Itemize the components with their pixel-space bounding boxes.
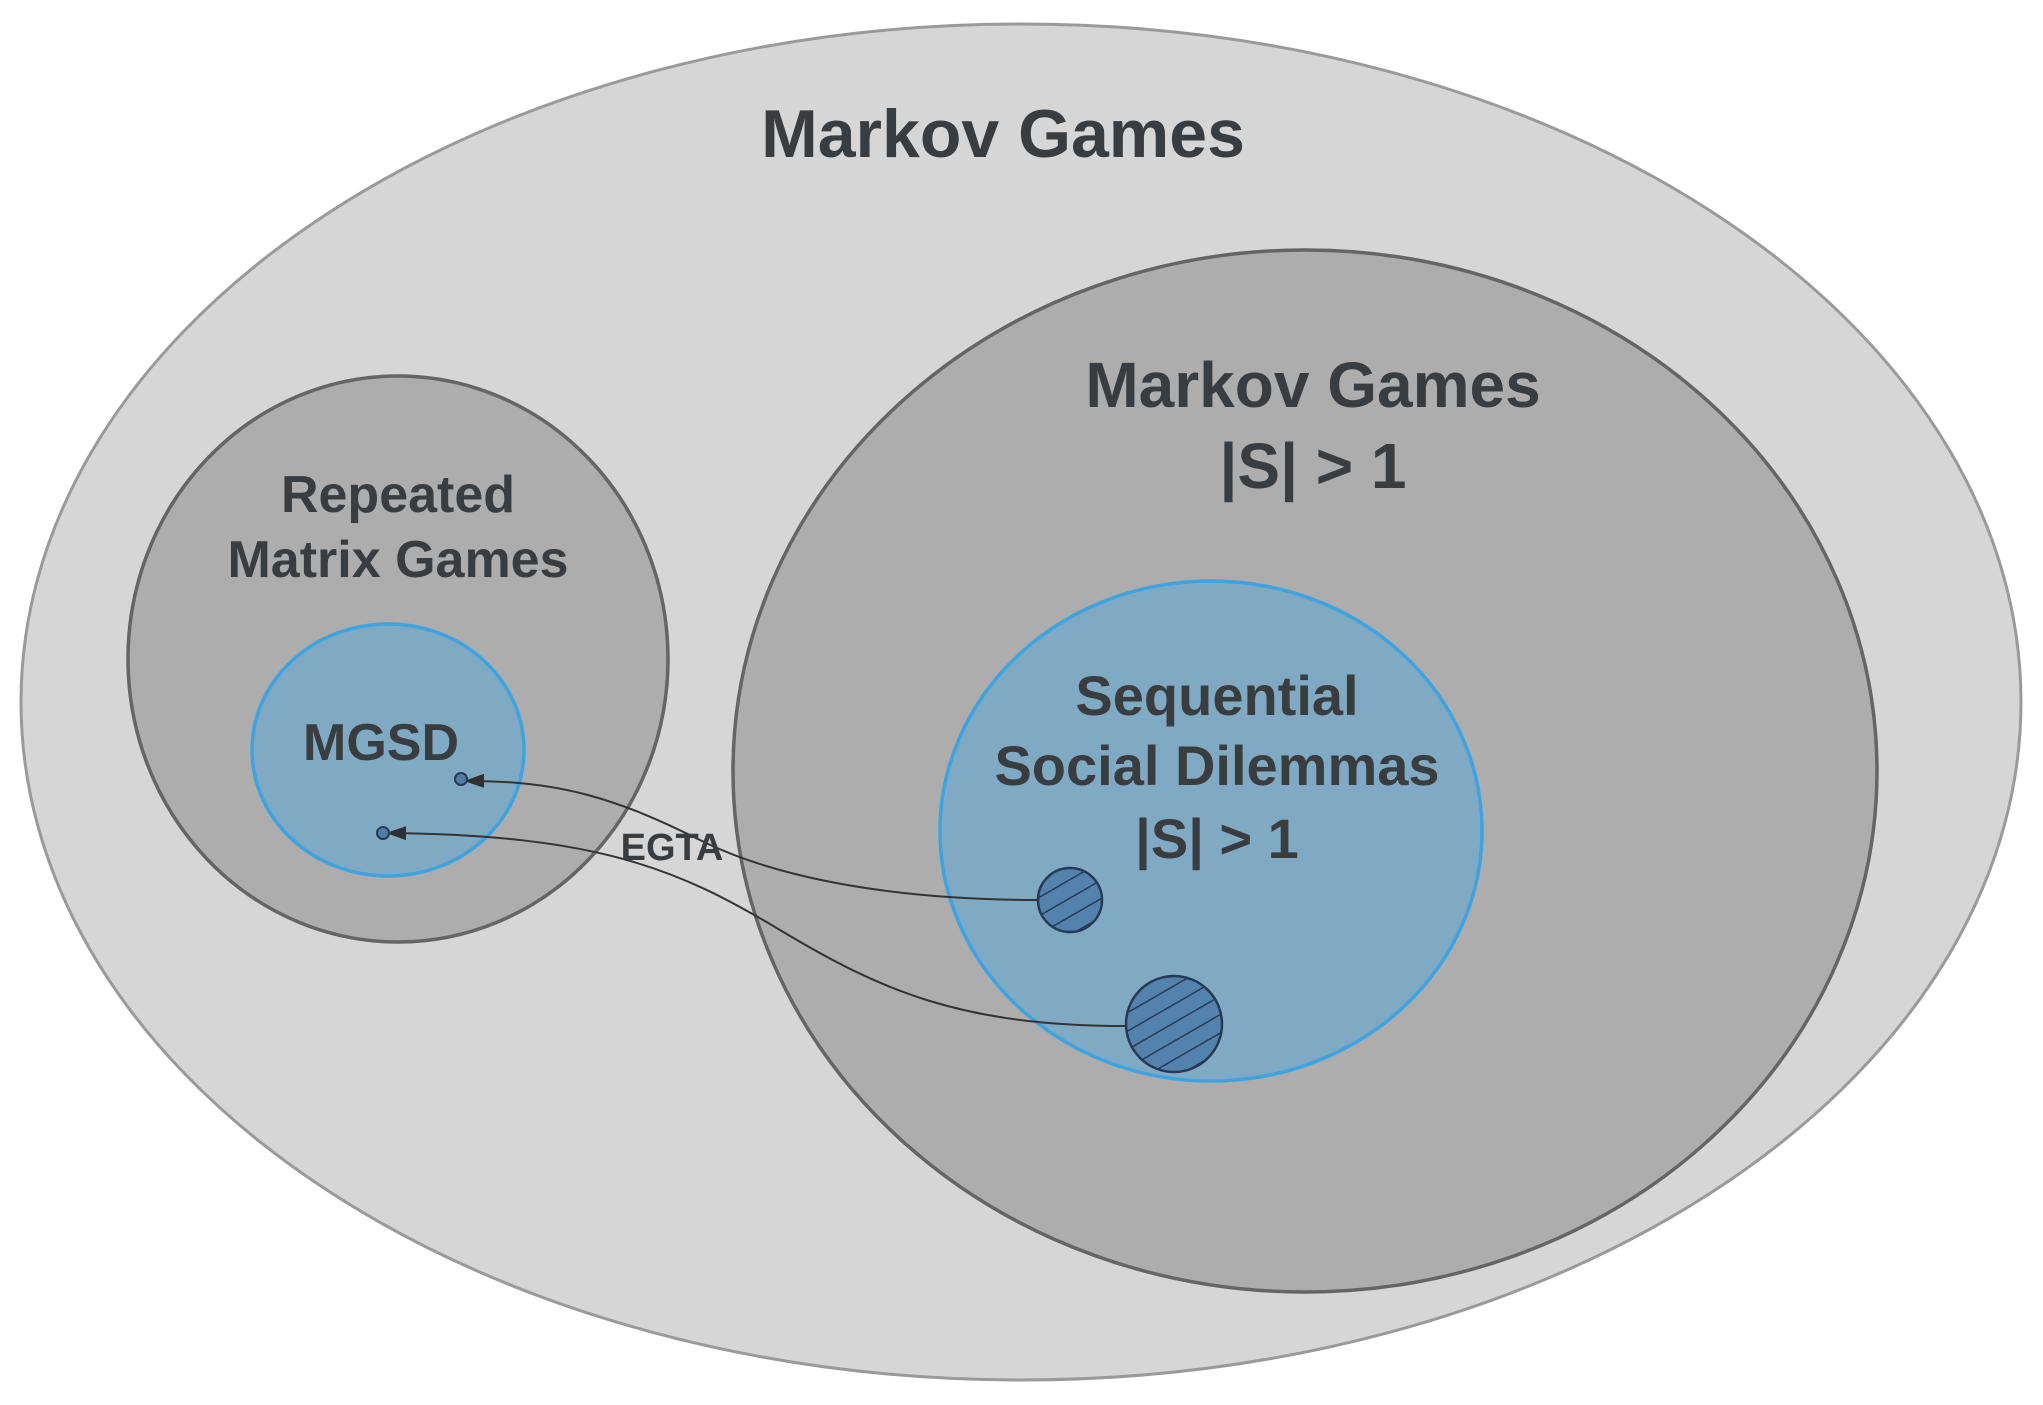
mgsd-point-lower xyxy=(376,826,390,840)
right-set-title-line2: |S| > 1 xyxy=(1219,430,1406,503)
outer-set-title: Markov Games xyxy=(761,96,1245,172)
ssd-title-line1: Sequential xyxy=(1075,664,1358,727)
egta-label: EGTA xyxy=(621,827,724,869)
egta-arrow-upper xyxy=(464,773,1039,901)
small-hatched-subset xyxy=(1036,866,1104,934)
ssd-title-line2: Social Dilemmas xyxy=(994,734,1439,797)
large-hatched-subset xyxy=(1124,974,1224,1074)
right-set-title-line1: Markov Games xyxy=(1085,349,1540,421)
left-set-title-line2: Matrix Games xyxy=(227,531,568,589)
mgsd-ellipse xyxy=(250,622,526,878)
egta-arrow-lower xyxy=(386,826,1127,1027)
left-set-title-line1: Repeated xyxy=(281,466,515,524)
sequential-social-dilemmas-ellipse xyxy=(938,579,1484,1083)
ssd-title-line3: |S| > 1 xyxy=(1135,807,1299,871)
mgsd-title: MGSD xyxy=(303,714,459,772)
mgsd-point-upper xyxy=(454,772,468,786)
